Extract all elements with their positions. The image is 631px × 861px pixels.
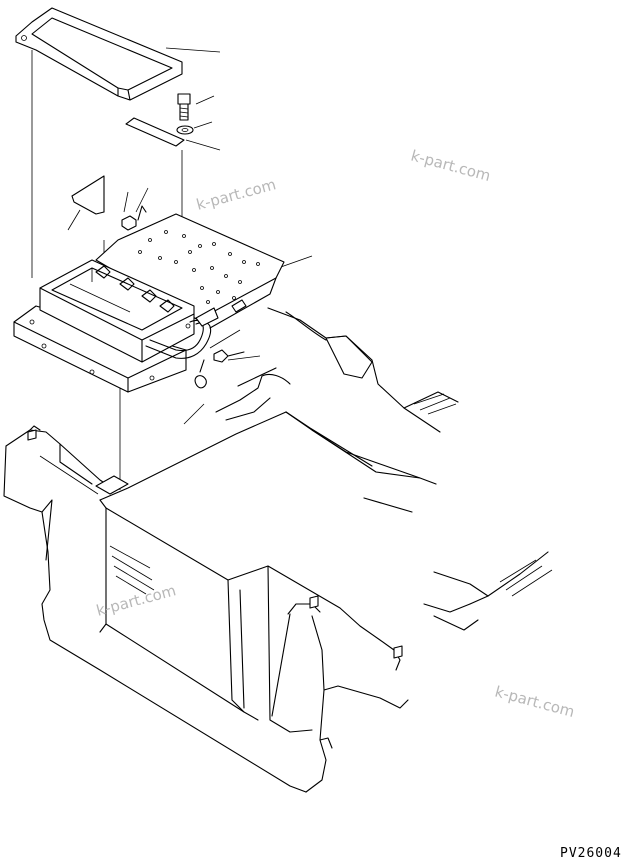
watermark: k-part.com [493, 682, 577, 721]
terminal-bolt [213, 349, 245, 363]
machine-body [215, 307, 553, 631]
bracket [71, 175, 105, 215]
battery-cover [15, 7, 183, 101]
drawing-code: PV26004 [560, 846, 622, 861]
watermark: k-part.com [409, 146, 493, 185]
base-plate [95, 213, 285, 329]
clip [137, 205, 147, 221]
nut [121, 215, 137, 231]
watermark: k-part.com [194, 175, 278, 214]
left-fender [3, 425, 307, 793]
cab-rear [99, 411, 437, 793]
plate-holes [138, 230, 260, 304]
hold-down-plate [125, 117, 185, 147]
watermark: k-part.com [94, 581, 178, 620]
bolt [177, 93, 191, 121]
leader-lines [67, 47, 313, 425]
terminal-clamp [194, 359, 207, 389]
battery-tray [13, 305, 187, 393]
battery-cable [145, 307, 219, 359]
battery-box [39, 259, 195, 363]
washer [176, 125, 194, 135]
